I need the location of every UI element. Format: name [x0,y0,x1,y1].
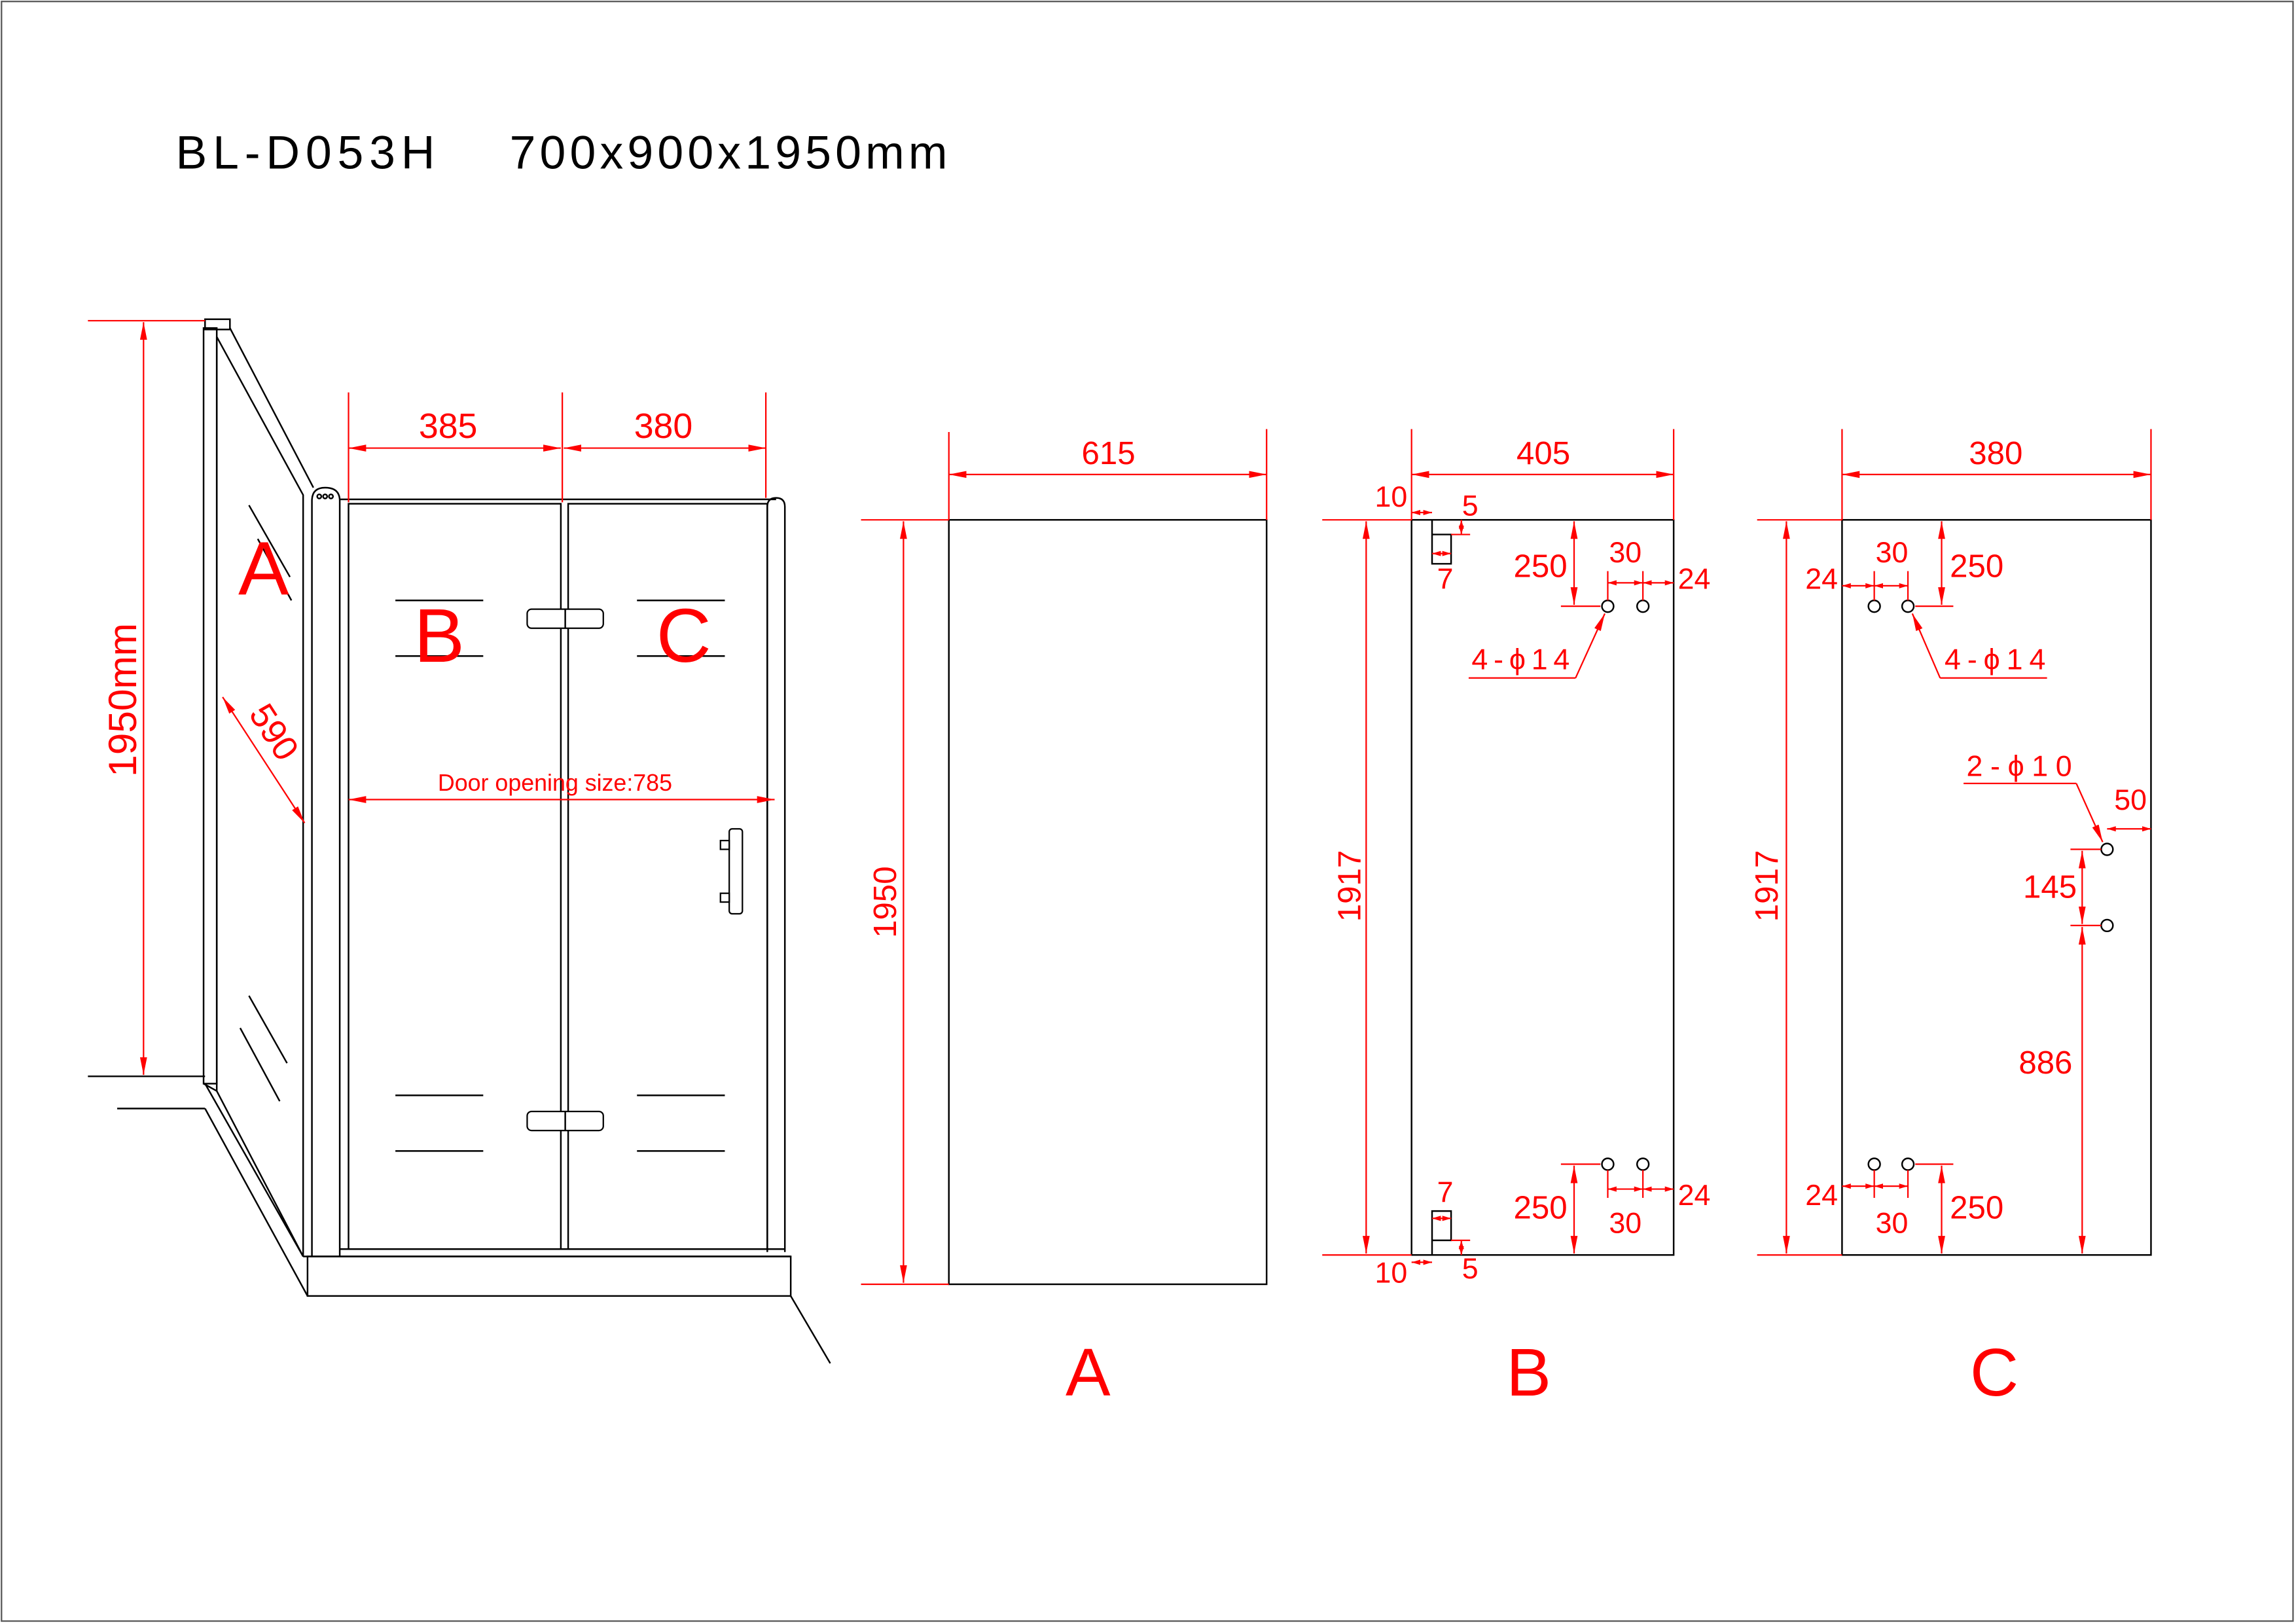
panel-c-label: C [1970,1335,2018,1410]
tray-front [306,1255,792,1297]
hinge-hole [1636,1157,1650,1171]
door-handle [728,828,744,915]
panel-b-drawing: 405 1917 10 5 7 250 30 24 4-ϕ14 250 [1322,429,1710,1410]
callout-leader [2075,783,2104,842]
panel-b-bottom-notch-width: 7 [1437,1176,1454,1209]
profile-screw [316,494,323,499]
panel-b-outline [1410,518,1675,1256]
panel-b-bottom-notch-offset: 5 [1462,1252,1479,1285]
panel-b-top-hole-spacing: 30 [1609,536,1641,569]
handle-post [719,892,730,903]
panel-c-drawing: 380 1917 24 30 250 4-ϕ14 2-ϕ10 50 145 88… [1749,429,2152,1410]
panel-c-handle-hole-spacing: 145 [2023,869,2077,905]
panel-b-top-hole-distance: 250 [1514,548,1568,584]
hinge-hole [1867,600,1881,613]
door-b-width-label: 385 [419,406,478,446]
door-opening-label: Door opening size:785 [438,770,672,796]
panel-c-bottom-hole-distance: 250 [1950,1189,2003,1225]
panel-b-height-label: 1917 [1331,850,1367,922]
profile-screw [328,494,334,499]
panel-c-top-hole-distance: 250 [1950,548,2003,584]
panel-c-handle-hole-from-bottom: 886 [2018,1045,2072,1081]
hinge-hole [1601,1157,1615,1171]
glass-reflection-line [239,1027,281,1102]
callout-leader [1575,613,1606,679]
glass-reflection-line [248,505,291,578]
panel-a-drawing: 615 1950 A [861,429,1268,1410]
overview-dimensions: 1950mm 385 380 590 Door opening size:785… [88,319,775,1075]
glass-reflection-line [257,538,293,601]
panel-c-holes-note: 4-ϕ14 [1945,643,2045,676]
panel-c-height-label: 1917 [1749,850,1785,922]
tray-side-edge [204,1083,304,1257]
panel-c-handle-hole-edge: 50 [2114,784,2147,816]
handle-hole [2100,842,2114,856]
model-number: BL-D053H [176,126,435,179]
front-corner-profile [311,486,341,1257]
panel-b-holes-note: 4-ϕ14 [1471,643,1570,676]
floor-line [790,1295,831,1364]
overview-height-label: 1950mm [100,623,145,777]
panel-c-top-hole-spacing: 30 [1876,536,1909,569]
hinge-hole [1901,1157,1915,1171]
overview-label-a: A [238,526,289,611]
panel-b-label: B [1506,1335,1551,1410]
panel-b-bottom-notch [1431,1210,1452,1255]
handle-hole [2100,918,2114,933]
panel-c-outline [1841,518,2152,1256]
wall-profile-cap [204,318,231,331]
panel-a-outline [948,518,1268,1286]
panel-b-top-edge-offset: 10 [1374,480,1407,513]
hinge-hole [1867,1157,1881,1171]
callout-leader [1911,613,1941,679]
panel-b-bottom-hole-spacing: 30 [1609,1207,1641,1240]
right-wall-profile [766,497,786,1252]
panel-c-bottom-hole-edge: 24 [1805,1179,1838,1212]
wall-profile-back [202,327,218,1085]
hinge-hole [1601,600,1615,613]
panel-a-height-label: 1950 [867,866,903,937]
dimension-arrow [222,696,306,823]
side-panel-top-edge [229,327,314,488]
overview-label-c: C [656,593,711,678]
overview-drawing: 1950mm 385 380 590 Door opening size:785… [88,318,831,1364]
panel-a-width-label: 615 [1082,435,1136,471]
panel-b-bottom-edge-offset: 10 [1374,1257,1407,1290]
side-panel-a [215,336,304,1257]
panel-b-width-label: 405 [1516,435,1570,471]
panel-c-width-label: 380 [1969,435,2022,471]
title-block: BL-D053H 700x900x1950mm [176,126,948,179]
glass-reflection-line [248,995,288,1064]
hinge-hole [1901,600,1915,613]
tray-side-edge [204,1108,308,1297]
side-panel-depth-label: 590 [242,697,306,768]
panel-b-top-notch-offset: 5 [1462,489,1479,522]
panel-b-top-hole-edge: 24 [1678,562,1711,595]
panel-c-handle-holes-note: 2-ϕ10 [1967,750,2072,783]
panel-b-top-notch-width: 7 [1437,562,1454,595]
panel-c-top-hole-edge: 24 [1805,562,1838,595]
overview-outline [88,318,831,1364]
overall-dimensions: 700x900x1950mm [510,126,948,179]
handle-post [719,840,730,850]
door-c-width-label: 380 [634,406,693,446]
panel-b-bottom-hole-distance: 250 [1514,1189,1568,1225]
panel-a-label: A [1066,1335,1111,1410]
profile-screw [322,494,329,499]
panel-b-bottom-hole-edge: 24 [1678,1179,1711,1212]
hinge-hole [1636,600,1650,613]
panel-b-top-notch [1431,520,1452,565]
overview-label-b: B [414,593,465,678]
panel-c-bottom-hole-spacing: 30 [1876,1207,1909,1240]
